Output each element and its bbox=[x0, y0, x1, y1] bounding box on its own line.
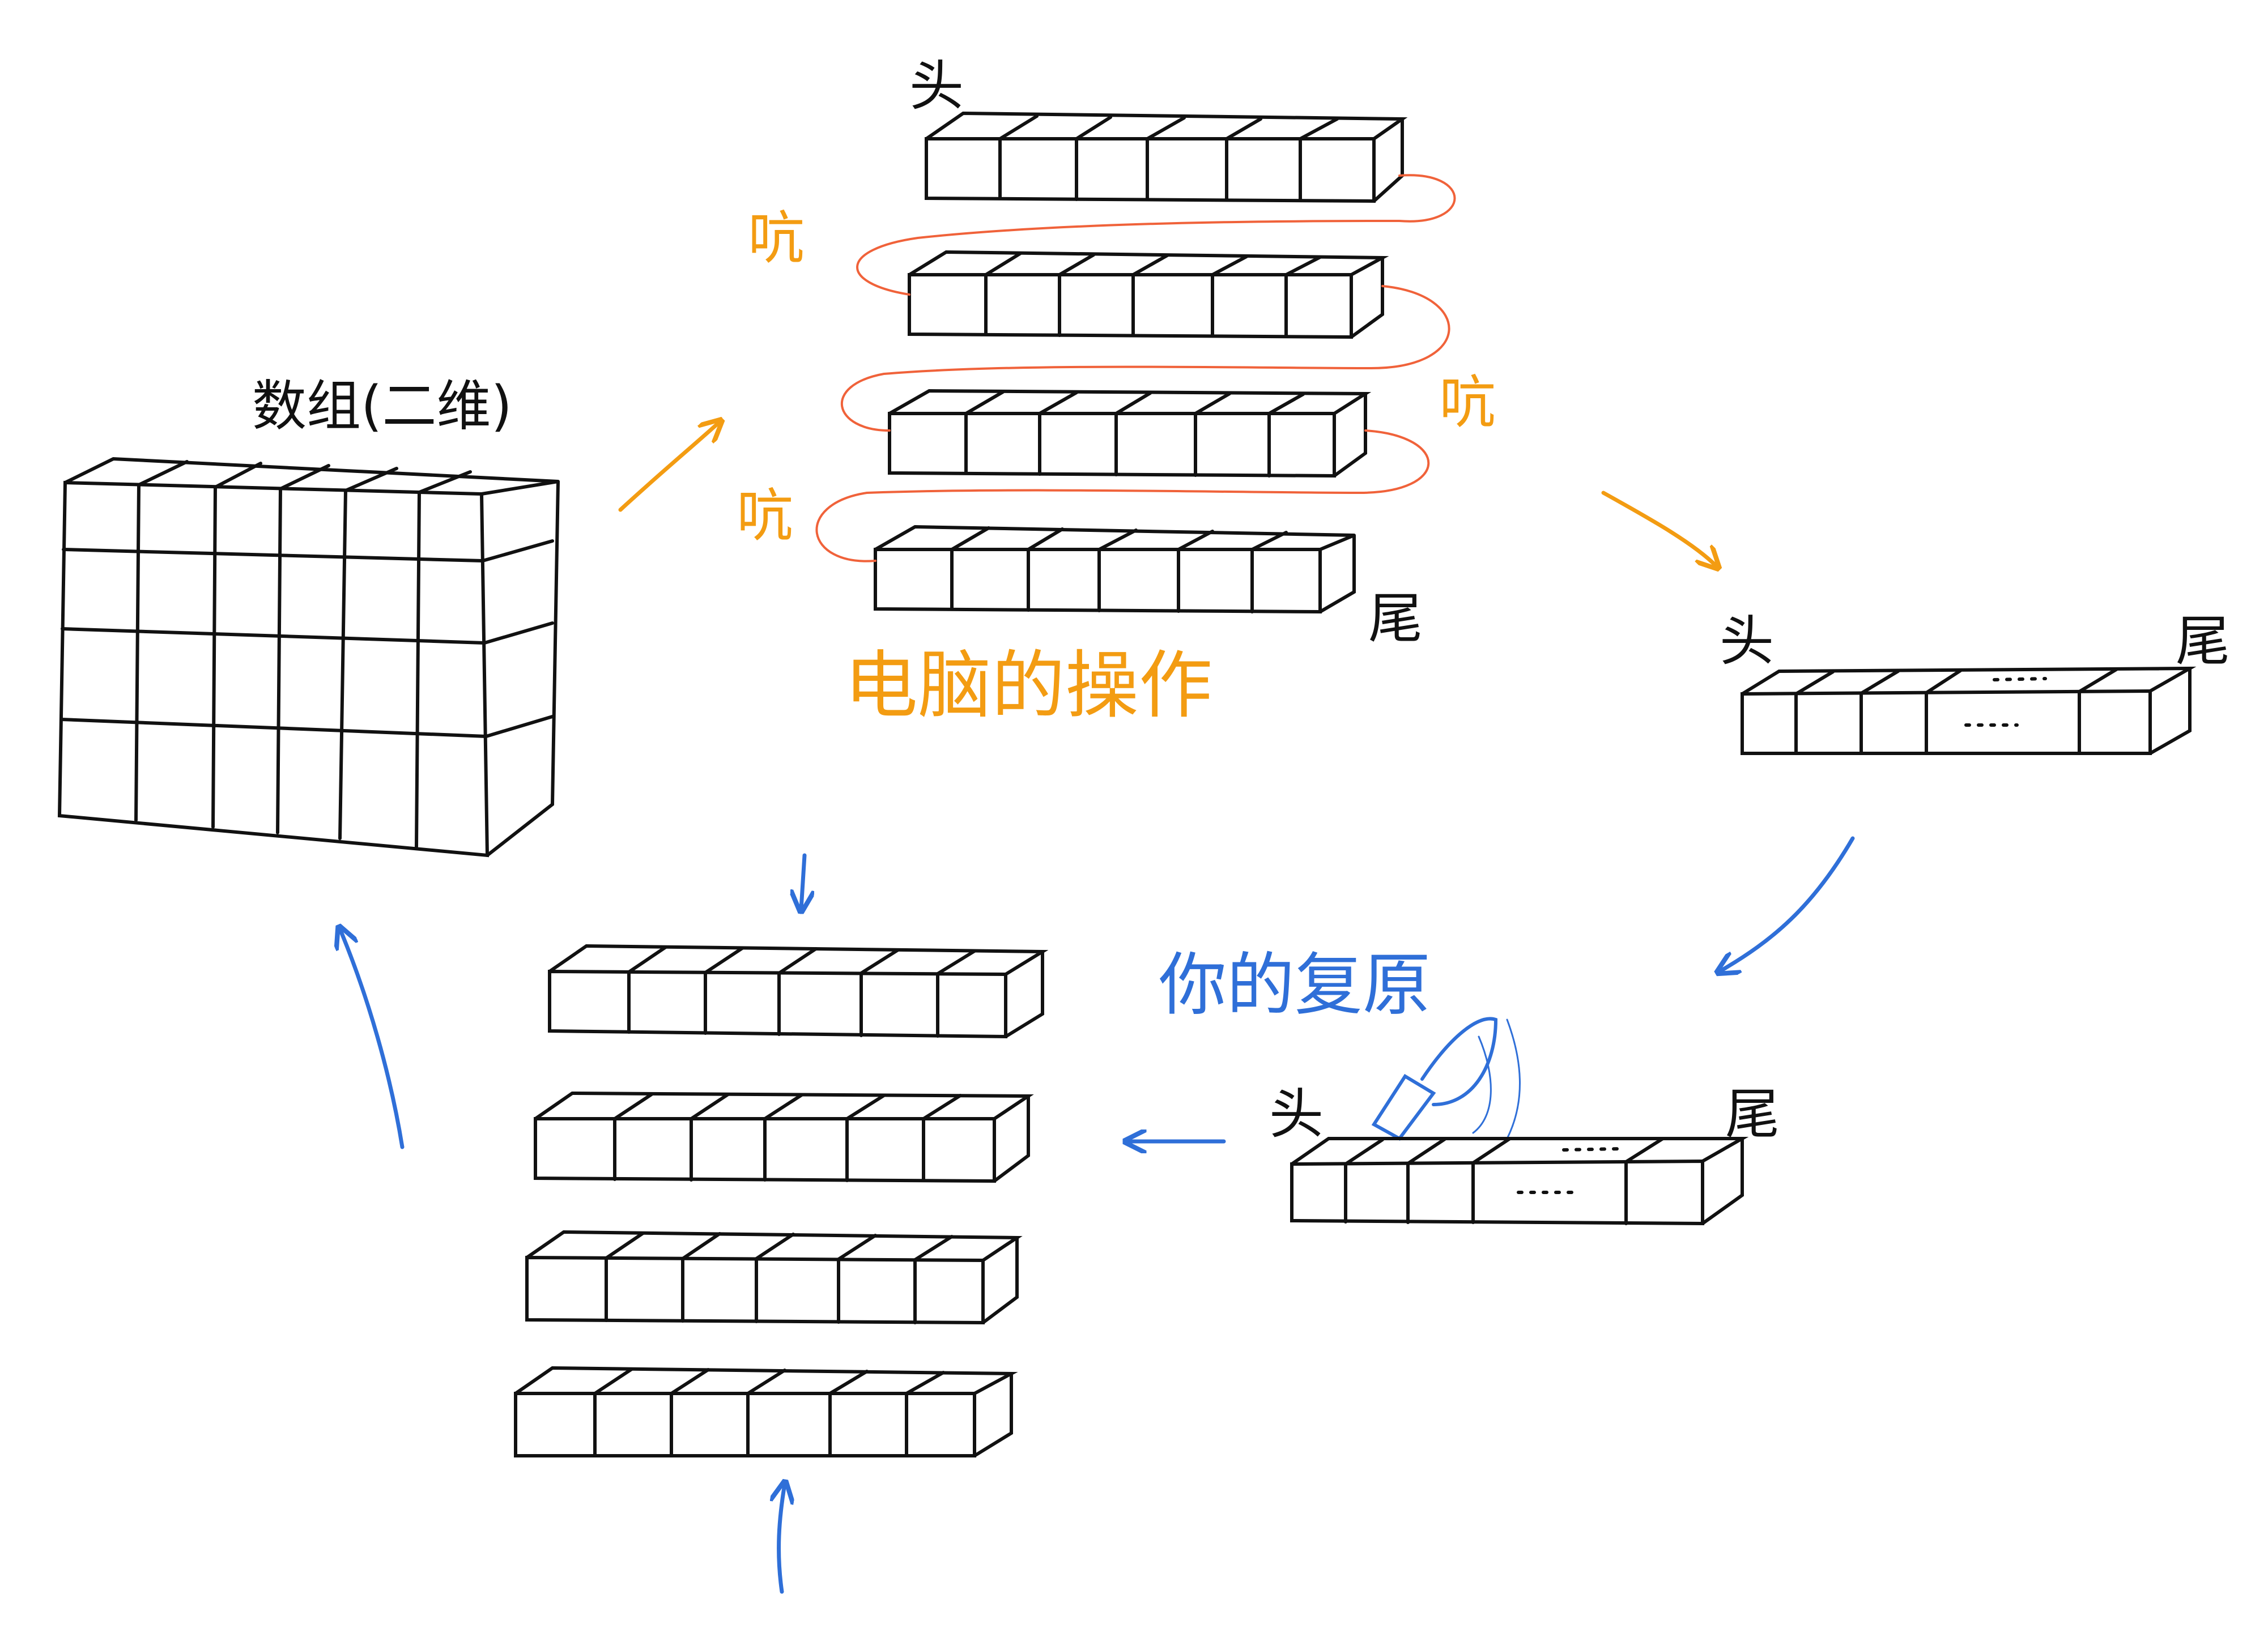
chi-label-2: 吭 bbox=[1439, 369, 1496, 436]
blue-arrows bbox=[340, 836, 1855, 1594]
computer-operation-label: 电脑的操作 bbox=[844, 642, 1212, 728]
tail-label-bottom-right: 尾 bbox=[1725, 1082, 1780, 1146]
single-row-bottom-right bbox=[1290, 1137, 1749, 1226]
stacked-rows-top bbox=[874, 111, 1408, 614]
array-2d-grid bbox=[57, 457, 560, 858]
head-label-bottom-right: 头 bbox=[1269, 1082, 1324, 1146]
head-label-top: 头 bbox=[909, 54, 964, 118]
array-2d-label: 数组(二维) bbox=[252, 374, 512, 438]
stacked-rows-bottom bbox=[514, 944, 1049, 1457]
chi-label-3: 吭 bbox=[737, 483, 793, 549]
chi-label-1: 吭 bbox=[748, 205, 805, 271]
tail-label-right: 尾 bbox=[2176, 609, 2230, 673]
head-label-right: 头 bbox=[1720, 609, 1774, 673]
your-restore-label: 你的复原 bbox=[1159, 946, 1431, 1025]
knife-icon bbox=[1371, 1017, 1521, 1141]
tail-label-top: 尾 bbox=[1368, 587, 1423, 650]
orange-arrows bbox=[618, 422, 1717, 566]
single-row-right bbox=[1741, 666, 2197, 755]
snake-connectors bbox=[815, 174, 1456, 562]
